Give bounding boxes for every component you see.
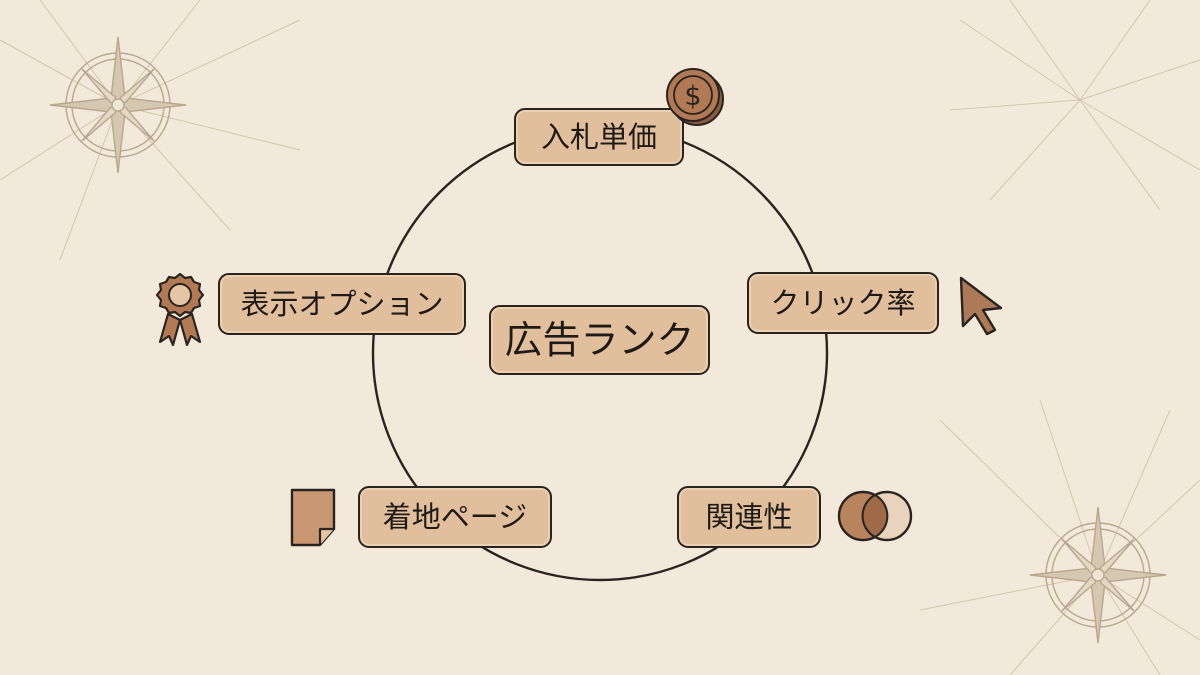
- coin-dollar-icon: $: [666, 68, 724, 126]
- factor-node-bid: 入札単価: [514, 108, 684, 166]
- venn-circles-icon: [837, 490, 913, 542]
- compass-rose-bottom-right: [1029, 506, 1167, 644]
- center-node-ad-rank: 広告ランク: [489, 305, 710, 375]
- factor-node-extensions: 表示オプション: [218, 273, 466, 335]
- compass-rose-top-left: [49, 36, 187, 174]
- cursor-arrow-icon: [959, 276, 1003, 336]
- svg-text:$: $: [684, 81, 701, 112]
- factor-node-landing-page: 着地ページ: [358, 486, 552, 548]
- sunburst-rays-top-left: [0, 0, 301, 261]
- factor-node-relevance: 関連性: [677, 486, 821, 548]
- sunburst-rays-bottom-right: [919, 399, 1200, 675]
- sunburst-rays-top-right: [949, 0, 1200, 211]
- factor-node-ctr: クリック率: [747, 272, 939, 334]
- document-page-icon: [290, 488, 336, 547]
- award-ribbon-icon: [155, 272, 205, 347]
